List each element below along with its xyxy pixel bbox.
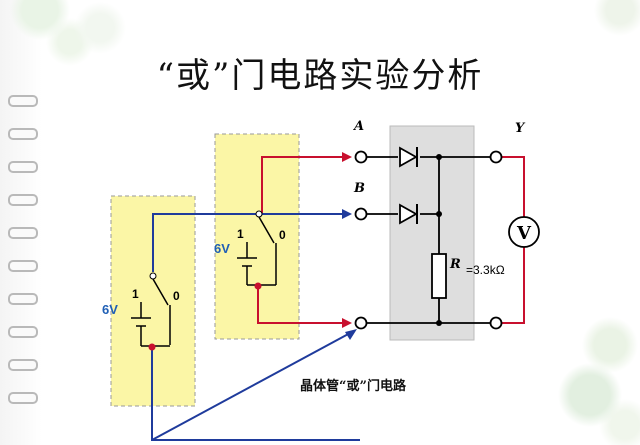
diode-b — [399, 203, 418, 225]
label-y: Y — [515, 121, 526, 136]
terminal-b — [354, 207, 368, 221]
switch1-pos1: 1 — [132, 287, 139, 301]
notebook-binding — [0, 0, 42, 445]
binding-ring — [8, 161, 38, 173]
label-b: B — [353, 181, 365, 196]
arrow-gnd-blue — [345, 329, 357, 340]
flower-decoration — [570, 0, 640, 40]
binding-ring — [8, 194, 38, 206]
label-a: A — [352, 119, 364, 134]
junction-dot — [436, 154, 442, 160]
switch2-voltage: 6V — [214, 241, 230, 256]
resistor-value: =3.3kΩ — [466, 263, 505, 277]
terminal-a — [354, 150, 368, 164]
binding-ring — [8, 227, 38, 239]
arrow-b — [342, 209, 352, 219]
slide-title: “或”门电路实验分析 — [156, 56, 484, 96]
binding-ring — [8, 359, 38, 371]
switch2-node — [254, 282, 262, 290]
binding-ring — [8, 128, 38, 140]
arrow-gnd — [342, 318, 352, 328]
flower-decoration — [0, 0, 150, 70]
switch1-node — [148, 343, 156, 351]
binding-ring — [8, 392, 38, 404]
switch2-pos1: 1 — [237, 227, 244, 241]
switch2 — [237, 216, 277, 286]
voltmeter — [508, 216, 540, 248]
diode-a — [399, 146, 418, 168]
switch1-pos0: 0 — [173, 289, 180, 303]
blue-wires — [151, 213, 360, 441]
voltmeter-label: V — [516, 223, 532, 244]
binding-ring — [8, 260, 38, 272]
binding-ring — [8, 95, 38, 107]
binding-ring — [8, 326, 38, 338]
binding-ring — [8, 293, 38, 305]
switch2-pos0: 0 — [279, 228, 286, 242]
switch1-pivot — [149, 272, 157, 280]
resistor — [431, 253, 447, 299]
switch1-voltage: 6V — [102, 302, 118, 317]
flower-decoration — [550, 305, 640, 445]
gate-wiring — [367, 156, 490, 324]
terminal-gnd-out — [489, 316, 503, 330]
resistor-label: R — [449, 257, 461, 272]
arrow-a — [342, 152, 352, 162]
switch2-pivot — [255, 210, 263, 218]
junction-dot — [436, 320, 442, 326]
terminal-gnd-in — [354, 316, 368, 330]
junction-dot — [436, 211, 442, 217]
circuit-caption: 晶体管“或”门电路 — [300, 379, 406, 394]
terminal-y — [489, 150, 503, 164]
switch1 — [131, 278, 171, 347]
